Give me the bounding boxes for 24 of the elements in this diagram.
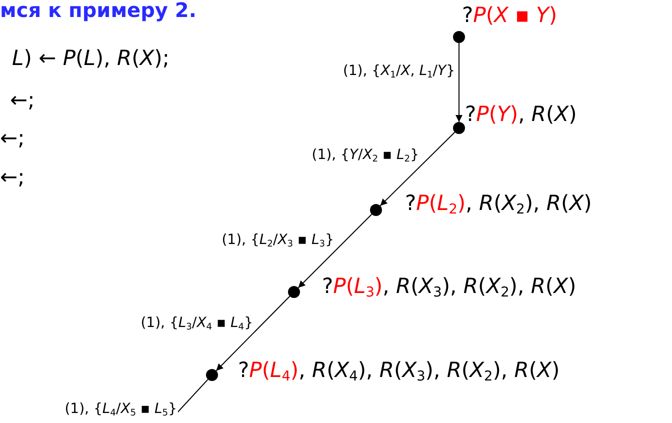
rule-line: L) ← P(L), R(X); [12,48,170,69]
arrow [380,132,456,206]
edge-label: (1), {L$_{3}$/X$_{4}$ ▪ L$_{4}$} [140,316,254,332]
node-dot [370,204,382,216]
edge-label: (1), {L$_{2}$/X$_{3}$ ▪ L$_{3}$} [220,233,335,250]
goal-formula: ?P(Y), R(X) [465,104,577,125]
arrow [456,42,462,122]
node-dot [288,286,300,298]
edge-label: (1), {Y/X$_{2}$ ▪ L$_{2}$} [310,148,420,164]
heading-fragment: мся к примеру 2. [0,0,196,20]
goal-formula: ?P(L$_{3}$), R(X$_{3}$), R(X$_{2}$), R(X) [322,276,576,300]
goal-formula: ?P(L$_{4}$), R(X$_{4}$), R(X$_{3}$), R(X$_{2}$), R(X) [238,360,560,384]
node-dot [206,369,218,381]
node-dot [453,122,465,134]
edge-label: (1), {L$_{4}$/X$_{5}$ ▪ L$_{5}$} [64,402,178,418]
rule-line: ←; [10,90,35,111]
edge-label: (1), {X$_{1}$/X, L$_{1}$/Y} [342,64,456,80]
arrow [216,296,290,372]
node-dot [453,31,465,43]
goal-formula: ?P(X ▪ Y) [462,5,558,26]
arrow [298,214,372,288]
goal-formula: ?P(L$_{2}$), R(X$_{2}$), R(X) [405,193,592,218]
rule-line: ←; [0,167,25,188]
rule-line: ←; [0,128,25,149]
